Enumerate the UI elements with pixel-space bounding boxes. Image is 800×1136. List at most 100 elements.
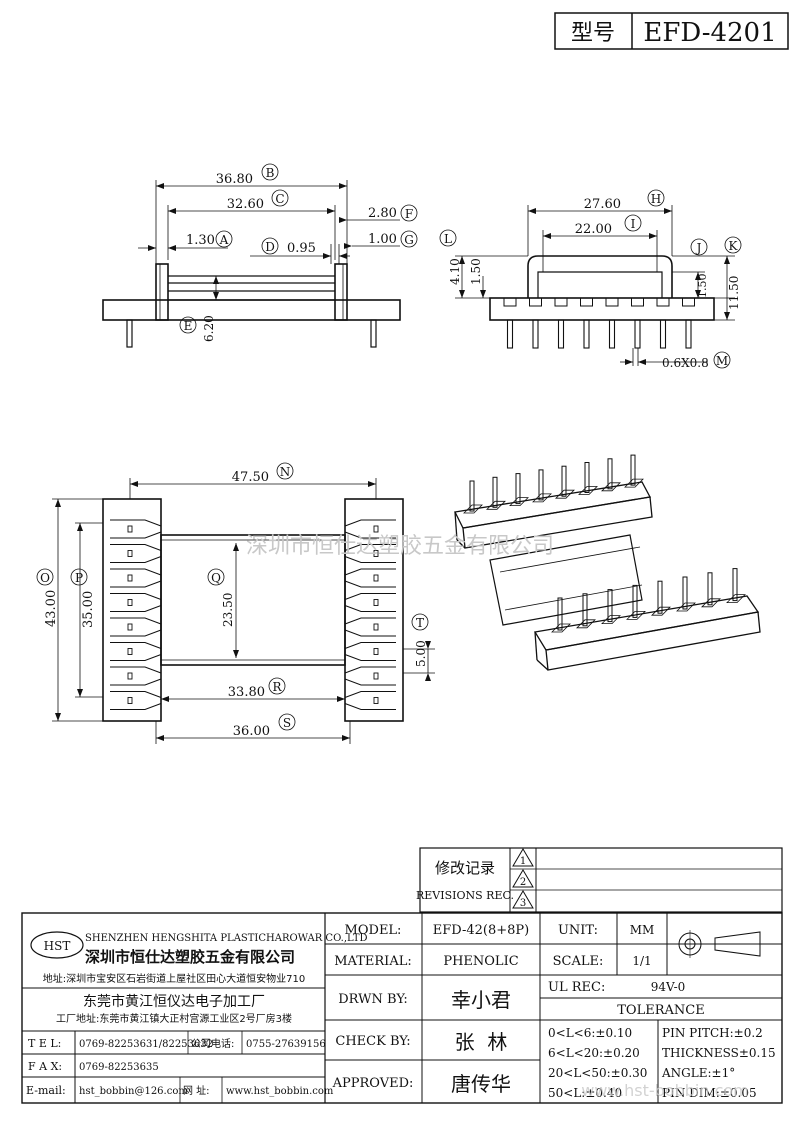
projection-icon — [676, 930, 761, 958]
dim-n-value: 47.50 — [232, 470, 269, 485]
iso-pin — [657, 580, 663, 614]
dim-r-value: 33.80 — [228, 685, 265, 700]
thickness: THICKNESS±0.15 — [662, 1046, 776, 1060]
dim-e-value: 6.20 — [202, 315, 216, 342]
dim-a-letter: A — [219, 233, 229, 247]
tolerance-3: 20<L<50:±0.30 — [548, 1066, 647, 1080]
top-view: 36.80 B 32.60 C 2.80 F 1.30 A D 0. — [102, 163, 418, 348]
iso-pin — [469, 480, 475, 512]
dim-p-value: 35.00 — [81, 591, 96, 628]
dim-o-letter: O — [40, 571, 50, 585]
side-pin — [506, 319, 514, 349]
dim-t-value: 5.00 — [414, 640, 428, 667]
watermark-company: 深圳市恒仕达塑胶五金有限公司 — [246, 534, 554, 559]
tolerance-label: TOLERANCE — [617, 1003, 704, 1018]
dim-l-letter: L — [444, 232, 452, 246]
side-slot — [682, 297, 695, 307]
scale-value: 1/1 — [632, 954, 651, 968]
iso-pin-slot — [626, 611, 646, 620]
plan-pin-slot — [344, 617, 396, 637]
ul-label: UL REC: — [548, 980, 605, 995]
dim-m-value: 0.6X0.8 — [662, 356, 709, 370]
phone-label: 公司电话: — [191, 1037, 234, 1050]
dim-q-value: 23.50 — [221, 593, 235, 627]
material-label: MATERIAL: — [334, 954, 411, 969]
revision-triangle — [512, 848, 534, 867]
factory-name: 东莞市黄江恒仪达电子加工厂 — [83, 993, 265, 1010]
tolerance-1: 0<L<6:±0.10 — [548, 1026, 632, 1040]
iso-pin — [630, 454, 636, 486]
email-label: E-mail: — [26, 1084, 66, 1097]
plan-pin-slot — [344, 666, 396, 686]
phone-value: 0755-27639156 — [246, 1039, 326, 1050]
iso-pin — [515, 473, 521, 505]
plan-pin — [373, 574, 379, 582]
iso-pin — [584, 462, 590, 493]
plan-pin — [373, 550, 379, 557]
iso-pin — [582, 593, 588, 627]
side-pin — [685, 319, 692, 349]
unit-value: MM — [630, 923, 655, 937]
plan-pin-slot — [110, 666, 162, 686]
side-slot — [656, 297, 670, 307]
plan-view: 47.50 N O 43.00 P 35.00 Q 23.50 33.80 R — [36, 462, 435, 744]
iso-pin-slot — [532, 493, 552, 503]
dim-s-value: 36.00 — [233, 724, 270, 739]
iso-pin-slot — [726, 594, 746, 603]
dim-d-value: 0.95 — [287, 241, 316, 256]
side-pin — [557, 319, 565, 349]
fax-value: 0769-82253635 — [79, 1062, 159, 1073]
unit-label: UNIT: — [558, 923, 598, 938]
iso-pin — [538, 469, 544, 501]
iso-pin — [492, 476, 498, 508]
title-block: MODEL: EFD-42(8+8P) MATERIAL: PHENOLIC D… — [325, 913, 782, 1103]
plan-pin — [373, 697, 379, 704]
revision-number: 3 — [520, 898, 526, 909]
side-slot — [580, 297, 593, 307]
iso-pin-slot — [576, 619, 596, 629]
company-name-en: SHENZHEN HENGSHITA PLASTICHAROWAR CO.,LT… — [85, 933, 368, 944]
iso-pin-slot — [676, 602, 696, 612]
factory-address: 工厂地址:东莞市黄江镇大正村宫源工业区2号厂房3楼 — [56, 1012, 292, 1025]
iso-pin-slot — [601, 482, 621, 492]
plan-pin — [373, 648, 379, 655]
plan-pin-slot — [110, 544, 162, 563]
iso-pin — [561, 465, 567, 497]
dim-b-letter: B — [266, 166, 275, 180]
revisions-title-cn: 修改记录 — [435, 859, 495, 877]
check-value: 张 林 — [455, 1030, 508, 1054]
plan-pin-slot — [344, 691, 396, 710]
watermark-url: www.hst-bobbin.com — [581, 1081, 749, 1100]
tolerance-2: 6<L<20:±0.20 — [548, 1046, 640, 1060]
angle: ANGLE:±1° — [661, 1066, 735, 1080]
dim-h-letter: H — [651, 192, 661, 206]
iso-pin — [607, 458, 613, 490]
dim-p-letter: P — [75, 571, 83, 585]
dim-k-value: 11.50 — [727, 276, 741, 310]
web-value: www.hst_bobbin.com — [226, 1086, 334, 1097]
isometric-view — [454, 454, 761, 671]
model-field-value: EFD-42(8+8P) — [433, 923, 529, 938]
plan-pin-slot — [344, 642, 396, 661]
plan-pin-slot — [110, 642, 162, 661]
dim-t-letter: T — [416, 616, 424, 630]
plan-pin — [127, 599, 133, 606]
dim-r-letter: R — [272, 680, 282, 694]
plan-pin-slot — [344, 568, 396, 588]
dim-d-letter: D — [265, 240, 275, 254]
iso-pin-slot — [555, 489, 575, 499]
side-pin — [659, 319, 667, 349]
tolerance-4: 50<L:±0.40 — [548, 1086, 622, 1100]
side-slot — [529, 297, 542, 307]
iso-pin — [732, 568, 738, 602]
iso-pin — [707, 572, 713, 606]
plan-pin — [373, 623, 379, 631]
dim-e-letter: E — [184, 319, 193, 333]
dim-j-value: 1.50 — [696, 274, 709, 299]
iso-pin — [682, 576, 688, 610]
dim-s-letter: S — [283, 716, 291, 730]
scale-label: SCALE: — [553, 954, 604, 969]
email-value: hst_bobbin@126.com — [79, 1086, 188, 1097]
logo: HST — [44, 939, 71, 953]
